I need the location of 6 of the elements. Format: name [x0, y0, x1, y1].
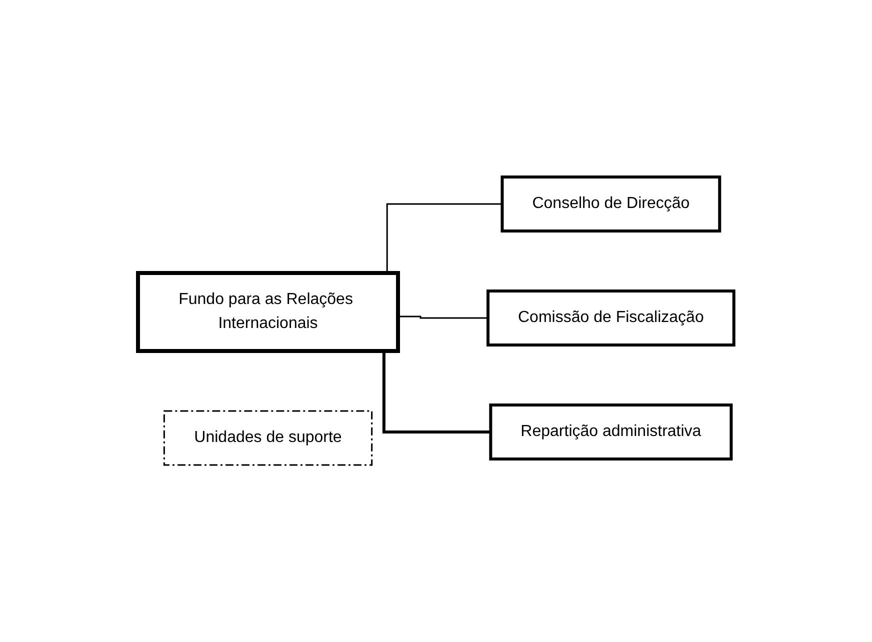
node-box: Conselho de Direcção	[500, 176, 722, 232]
node-box: Fundo para as Relações Internacionais	[136, 271, 400, 353]
connector	[398, 316, 488, 319]
node-box: Repartição administrativa	[489, 404, 733, 460]
node-box: Comissão de Fiscalização	[486, 290, 736, 346]
node-box: Unidades de suporte	[163, 410, 373, 466]
